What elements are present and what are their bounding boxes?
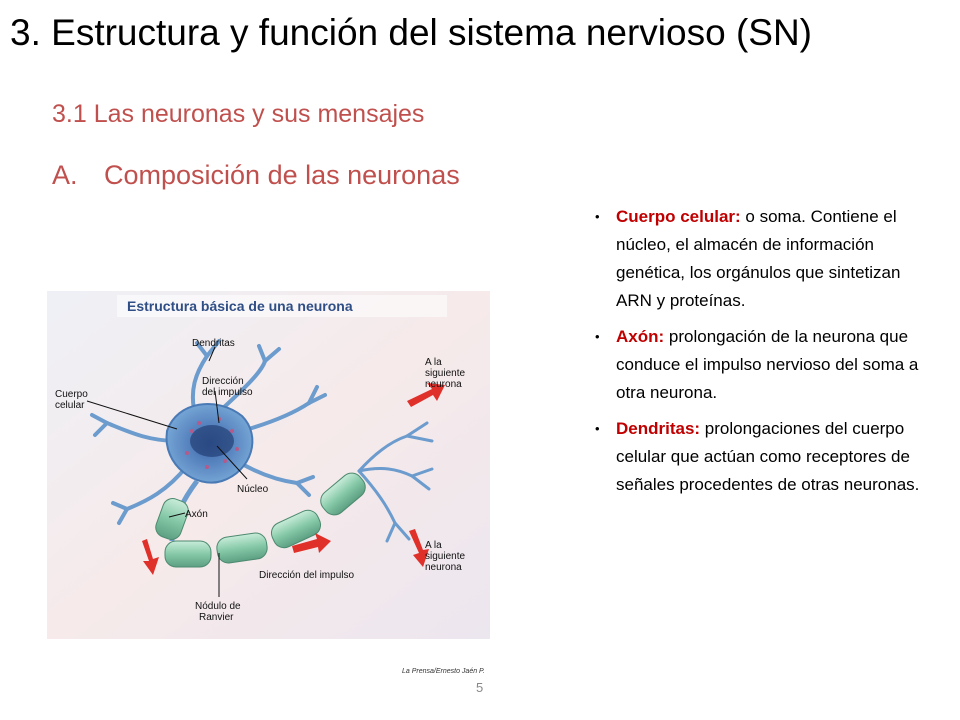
image-credit: La Prensa/Ernesto Jaén P. [402,668,485,675]
subheading-text: Composición de las neuronas [104,160,460,190]
bullet-text: prolongación de la neurona que conduce e… [616,327,919,402]
bullet-cuerpo-celular: • Cuerpo celular: o soma. Contiene el nú… [592,203,937,315]
neuron-illustration: Estructura básica de una neurona [47,291,490,639]
subheading-marker: A. [52,160,78,190]
label-siguiente-bot-3: neurona [425,562,462,573]
label-cuerpo-2: celular [55,400,85,411]
bullet-dendritas: • Dendritas: prolongaciones del cuerpo c… [592,415,937,499]
label-direccion-2: del impulso [202,387,253,398]
leader-lines [86,346,248,597]
label-nodulo-1: Nódulo de [195,601,241,612]
section-subtitle: 3.1 Las neuronas y sus mensajes [52,100,425,128]
bullet-term: Cuerpo celular: [616,207,741,226]
label-nodulo-2: Ranvier [199,612,234,623]
label-siguiente-top-3: neurona [425,379,462,390]
axon [155,472,366,568]
nucleus [190,425,234,457]
bullet-term: Axón: [616,327,665,346]
bullet-icon: • [595,329,600,344]
label-cuerpo-1: Cuerpo [55,389,88,400]
label-nucleo: Núcleo [237,484,269,495]
bullet-text: o soma. Contiene el núcleo, el almacén d… [616,207,901,310]
label-siguiente-top-1: A la [425,357,442,368]
label-dendritas: Dendritas [192,338,235,349]
bullet-axon: • Axón: prolongación de la neurona que c… [592,323,937,407]
bullet-text: prolongaciones del cuerpo celular que ac… [616,419,920,494]
label-siguiente-bot-2: siguiente [425,551,465,562]
slide-title: 3. Estructura y función del sistema nerv… [10,12,812,53]
figure-background [47,291,490,639]
organelles [185,417,239,469]
label-direccion-impulso: Dirección del impulso [259,570,354,581]
neuron-diagram: Estructura básica de una neurona [47,291,490,639]
bullet-icon: • [595,209,600,224]
impulse-arrows [142,383,445,575]
subheading: A. Composición de las neuronas [52,160,460,191]
definition-list: • Cuerpo celular: o soma. Contiene el nú… [592,203,937,507]
bullet-icon: • [595,421,600,436]
axon-terminals [357,421,434,543]
page-number: 5 [476,680,484,695]
label-siguiente-top-2: siguiente [425,368,465,379]
figure-title: Estructura básica de una neurona [127,298,353,314]
bullet-term: Dendritas: [616,419,701,438]
label-direccion-1: Dirección [202,376,244,387]
label-axon: Axón [185,509,208,520]
label-siguiente-bot-1: A la [425,540,442,551]
